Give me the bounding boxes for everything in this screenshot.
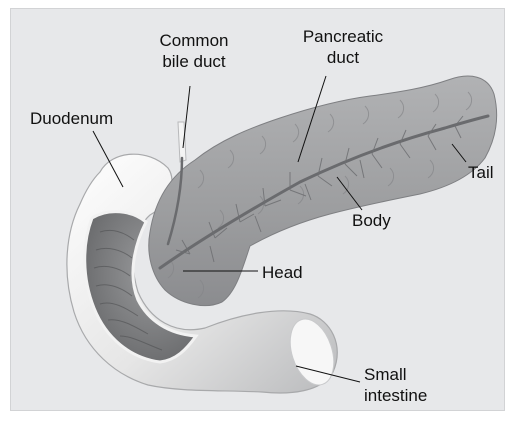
label-tail: Tail: [468, 162, 494, 183]
label-body: Body: [352, 210, 391, 231]
label-pancreatic-duct: Pancreatic duct: [288, 26, 398, 68]
label-common-bile-duct: Common bile duct: [142, 30, 246, 72]
label-head: Head: [262, 262, 303, 283]
leader-line-bile-duct: [183, 86, 190, 148]
label-small-intestine: Small intestine: [364, 364, 427, 406]
label-duodenum: Duodenum: [30, 108, 113, 129]
